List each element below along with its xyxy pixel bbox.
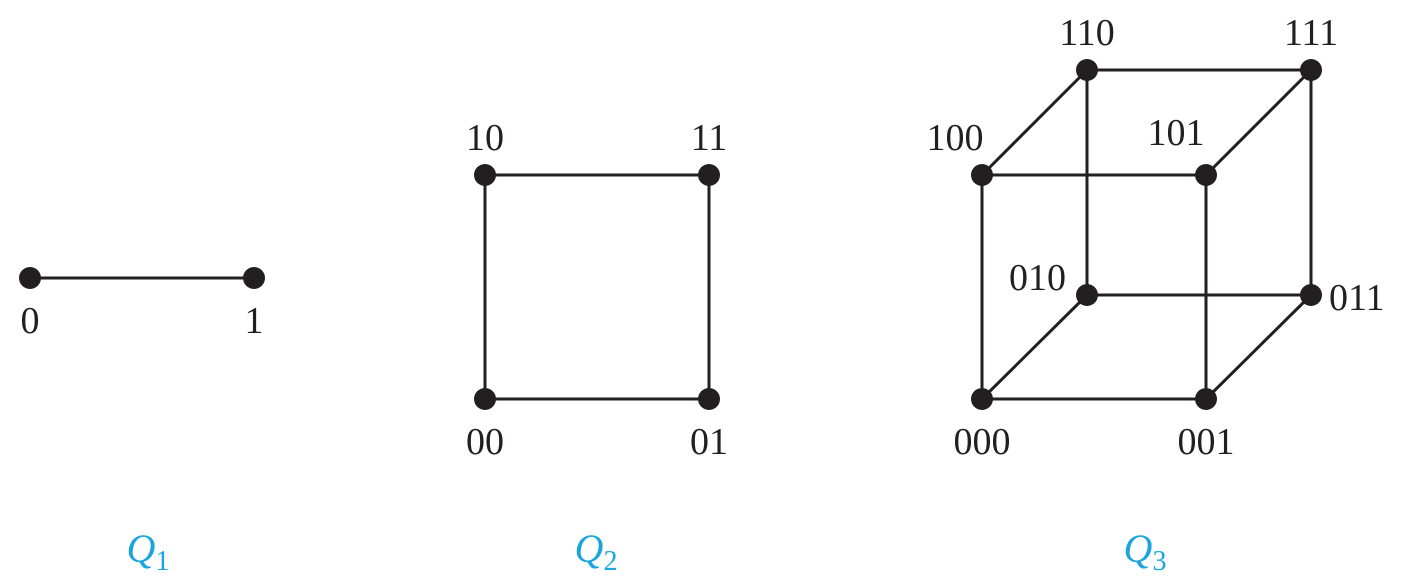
vertex-q3-100: [971, 164, 993, 186]
vertex-q2-11: [698, 164, 720, 186]
edge-q3-001-011: [1204, 293, 1313, 401]
vertex-q3-110: [1076, 59, 1098, 81]
edge-q3-000-010: [980, 293, 1089, 401]
vertex-q3-111: [1300, 59, 1322, 81]
vertex-q1-1: [243, 267, 265, 289]
edge-q3-100-110: [980, 68, 1089, 177]
vertex-q2-10: [474, 164, 496, 186]
graph-label-q2-letter: Q: [575, 526, 604, 571]
vertex-q3-101: [1195, 164, 1217, 186]
graph-label-q2: Q2: [575, 526, 618, 577]
nodes-layer: [19, 59, 1322, 410]
vertex-label-q2-00: 00: [466, 421, 504, 463]
vertex-label-q3-011: 011: [1329, 277, 1385, 319]
graph-label-q1: Q1: [127, 526, 170, 577]
graph-label-q1-letter: Q: [127, 526, 156, 571]
graph-label-q1-subscript: 1: [155, 546, 169, 577]
vertex-label-q3-000: 000: [954, 421, 1011, 463]
graph-label-q3-letter: Q: [1124, 526, 1153, 571]
vertex-label-q1-0: 0: [21, 300, 40, 342]
vertex-q2-00: [474, 388, 496, 410]
vertex-q2-01: [698, 388, 720, 410]
vertex-q3-000: [971, 388, 993, 410]
vertex-q3-010: [1076, 284, 1098, 306]
graph-label-q2-subscript: 2: [603, 546, 617, 577]
vertex-label-q3-110: 110: [1059, 12, 1115, 54]
edge-q3-101-111: [1204, 68, 1313, 177]
vertex-label-q1-1: 1: [245, 300, 264, 342]
vertex-label-q3-101: 101: [1148, 112, 1205, 154]
vertex-label-q3-010: 010: [1009, 257, 1066, 299]
vertex-label-q3-100: 100: [927, 117, 984, 159]
vertex-label-q3-111: 111: [1284, 12, 1338, 54]
vertex-label-q2-10: 10: [466, 117, 504, 159]
graph-label-q3: Q3: [1124, 526, 1167, 577]
vertex-label-q3-001: 001: [1178, 421, 1235, 463]
graph-label-q3-subscript: 3: [1152, 546, 1166, 577]
edges-layer: [28, 68, 1313, 401]
vertex-label-q2-11: 11: [691, 117, 728, 159]
vertex-q3-001: [1195, 388, 1217, 410]
vertex-label-q2-01: 01: [690, 421, 728, 463]
vertex-q3-011: [1300, 284, 1322, 306]
vertex-q1-0: [19, 267, 41, 289]
